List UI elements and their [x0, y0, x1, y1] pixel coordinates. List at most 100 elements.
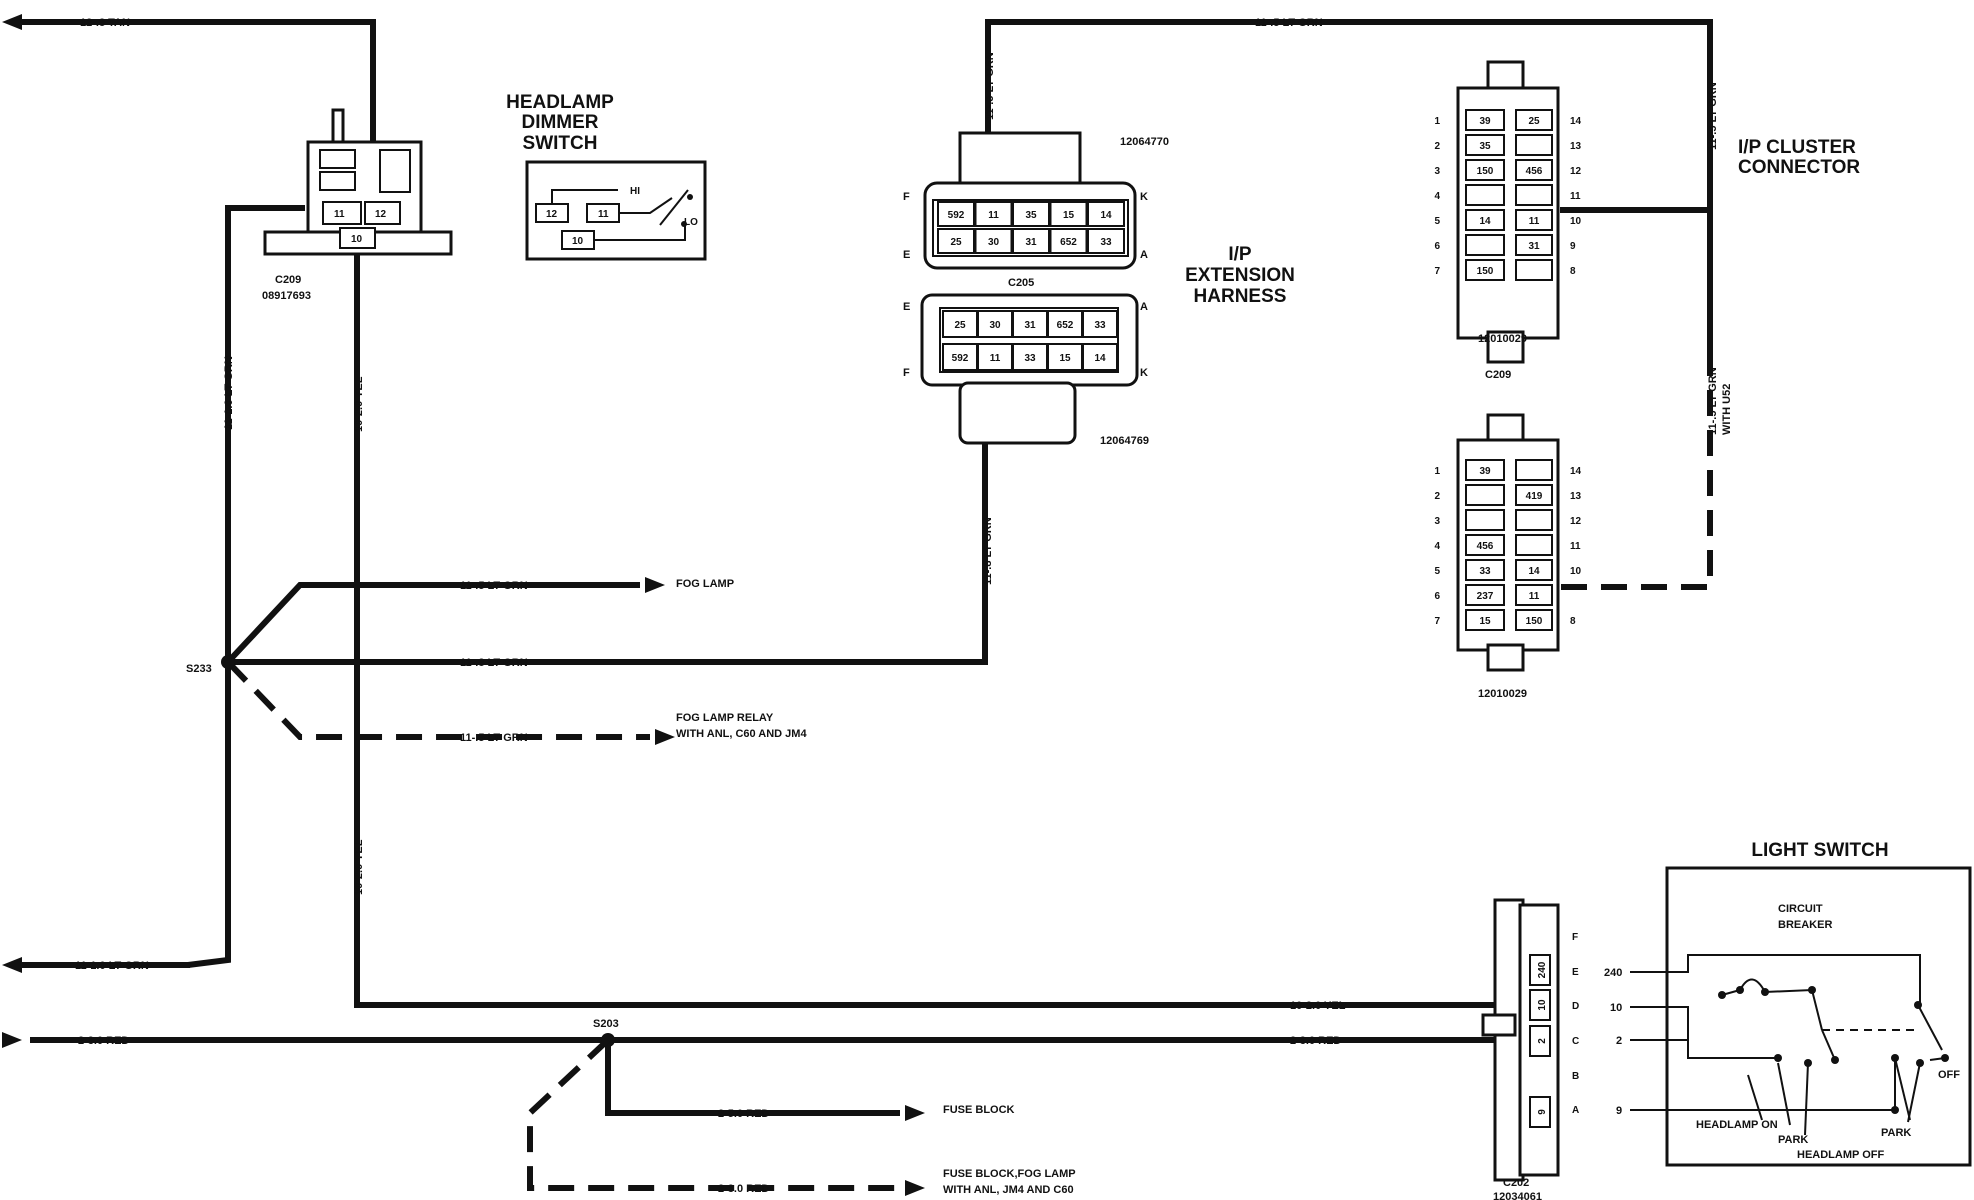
cluster-bot-l1-cell [1465, 484, 1505, 506]
c205-bot-r2-1-text: 11 [990, 353, 1001, 364]
cluster-top-r6-cell [1515, 259, 1553, 281]
connector-c202: 240 10 2 9 [1481, 898, 1560, 1182]
connector-c209-dimmer: 11 12 10 [263, 108, 453, 256]
wire-label-u52-1: 11-.5 LT GRN [1707, 367, 1719, 435]
arrow-fuse-block [905, 1105, 925, 1121]
cluster-top-l2-cell [1465, 159, 1505, 181]
wire-label-fuse-fog: 2-3.0 RED [718, 1183, 769, 1195]
c205-top-r1-2-cell [1012, 201, 1050, 227]
c205-top-r1-3-cell [1049, 201, 1088, 227]
ls-park-left: PARK [1778, 1134, 1808, 1146]
cluster-top-pinr-2: 12 [1570, 166, 1582, 177]
c205-top-r1-4-cell [1087, 201, 1125, 227]
ip-cluster-title-2: CONNECTOR [1738, 157, 1860, 178]
cluster-label: C209 [1485, 369, 1511, 381]
cluster-top-pinl-3: 4 [1434, 191, 1440, 202]
ls-headlamp-off: HEADLAMP OFF [1797, 1149, 1884, 1161]
c202-cell-0 [1529, 954, 1551, 986]
cluster-top-pinl-6: 7 [1434, 266, 1440, 277]
c202-letter-3: C [1572, 1036, 1579, 1047]
cluster-top-l5-cell [1465, 234, 1505, 256]
dest-fuse-fog-1: FUSE BLOCK,FOG LAMP [943, 1168, 1076, 1180]
c205-letter-f-bot: F [903, 367, 910, 379]
c205-top-r1-4-text: 14 [1100, 210, 1112, 221]
dimmer-lo: LO [684, 217, 698, 228]
wire-fuse-block [605, 1040, 900, 1116]
cluster-top-r5-cell [1515, 234, 1553, 256]
cluster-top-l6-text: 150 [1477, 266, 1494, 277]
cluster-bot-pinr-4: 10 [1570, 566, 1582, 577]
cluster-bot-pinl-1: 2 [1434, 491, 1440, 502]
cluster-top-pinr-0: 14 [1570, 116, 1582, 127]
cluster-bot-l6-text: 15 [1479, 616, 1491, 627]
cluster-bot-r5-cell [1515, 584, 1553, 606]
c209-dimmer-label: C209 [275, 274, 301, 286]
cluster-bot-pinr-3: 11 [1570, 541, 1581, 552]
c205-bot-r2-2-cell [1012, 343, 1048, 371]
arrow-fog-relay [655, 729, 675, 745]
c202-cell-text-0: 240 [1537, 961, 1548, 978]
c205-top-r1-0-cell [937, 201, 975, 227]
c202-part: 12034061 [1493, 1191, 1542, 1200]
ls-off: OFF [1938, 1069, 1960, 1081]
ls-circuit-1: CIRCUIT [1778, 903, 1823, 915]
cluster-top-pinl-0: 1 [1434, 116, 1440, 127]
c205-top-r2-1-text: 30 [988, 237, 1000, 248]
splice-label-s233: S233 [186, 663, 212, 675]
cluster-top-pinr-6: 8 [1570, 266, 1576, 277]
splice-s233 [221, 655, 235, 669]
wire-label-s233-main: 11-.8 LT GRN [460, 657, 528, 669]
cluster-bot-l0-text: 39 [1479, 466, 1491, 477]
arrow-fuse-fog [905, 1180, 925, 1196]
cluster-top-l4-text: 14 [1479, 216, 1491, 227]
c205-bot-r2-4-text: 14 [1094, 353, 1106, 364]
cluster-bot-r6-text: 150 [1526, 616, 1543, 627]
cluster-bot-l4-text: 33 [1479, 566, 1491, 577]
c205-top-r1-0-text: 592 [948, 210, 965, 221]
wire-label-right-vert: 11-.5 LT GRN [1707, 82, 1719, 150]
arrow-fog-lamp [645, 577, 665, 593]
c202-cell-text-2: 2 [1537, 1038, 1548, 1044]
c205-top-r2-3-cell [1049, 228, 1088, 254]
cluster-top-r5-text: 31 [1528, 241, 1540, 252]
c205-bot-r2-3-cell [1047, 343, 1083, 371]
c205-top-r2-2-cell [1012, 228, 1050, 254]
dimmer-pin-12: 12 [546, 209, 558, 220]
cluster-bot-pinl-0: 1 [1434, 466, 1440, 477]
c202-cell-1 [1529, 989, 1551, 1021]
cluster-bot-pinl-3: 4 [1434, 541, 1440, 552]
c205-top-r2-0-cell [937, 228, 975, 254]
wire-label-lt-grn-top: 11-.5 LT GRN [1255, 17, 1323, 29]
c202-cell-text-1: 10 [1537, 999, 1548, 1011]
cluster-top-r4-cell [1515, 209, 1553, 231]
cluster-top-l4-cell [1465, 209, 1505, 231]
wire-label-u52-2: WITH U52 [1721, 384, 1733, 435]
ls-pin-9: 9 [1616, 1105, 1622, 1117]
cluster-top-r2-cell [1515, 159, 1553, 181]
ls-pin-240: 240 [1604, 967, 1622, 979]
c205-bot-r2-2-text: 33 [1024, 353, 1036, 364]
ls-circuit-2: BREAKER [1778, 919, 1832, 931]
wire-label-yel-upper: 10-2.0 YEL [353, 376, 365, 432]
c202-letter-1: E [1572, 967, 1579, 978]
ip-ext-title-3: HARNESS [1194, 286, 1287, 307]
cluster-top-l0-text: 39 [1479, 116, 1491, 127]
ip-ext-title-1: I/P [1228, 244, 1252, 265]
cluster-top-r0-text: 25 [1528, 116, 1540, 127]
wire-label-c205-lower: 11-.8 LT GRN [982, 517, 994, 585]
headlamp-dimmer-switch: 12 11 10 HI LO [525, 160, 707, 261]
ls-headlamp-on: HEADLAMP ON [1696, 1119, 1778, 1131]
cluster-top-pinr-5: 9 [1570, 241, 1576, 252]
c205-top-r2-4-text: 33 [1100, 237, 1112, 248]
dimmer-title-1: HEADLAMP [506, 92, 614, 113]
cluster-top-r2-text: 456 [1526, 166, 1543, 177]
c205-letter-a-top: A [1140, 249, 1148, 261]
cluster-bot-pinr-1: 13 [1570, 491, 1582, 502]
c202-cell-text-3: 9 [1537, 1109, 1548, 1115]
dimmer-pin-10: 10 [572, 236, 584, 247]
cluster-bot-l3-text: 456 [1477, 541, 1494, 552]
c209-pin-11: 11 [334, 209, 345, 220]
cluster-top-l3-cell [1465, 184, 1505, 206]
